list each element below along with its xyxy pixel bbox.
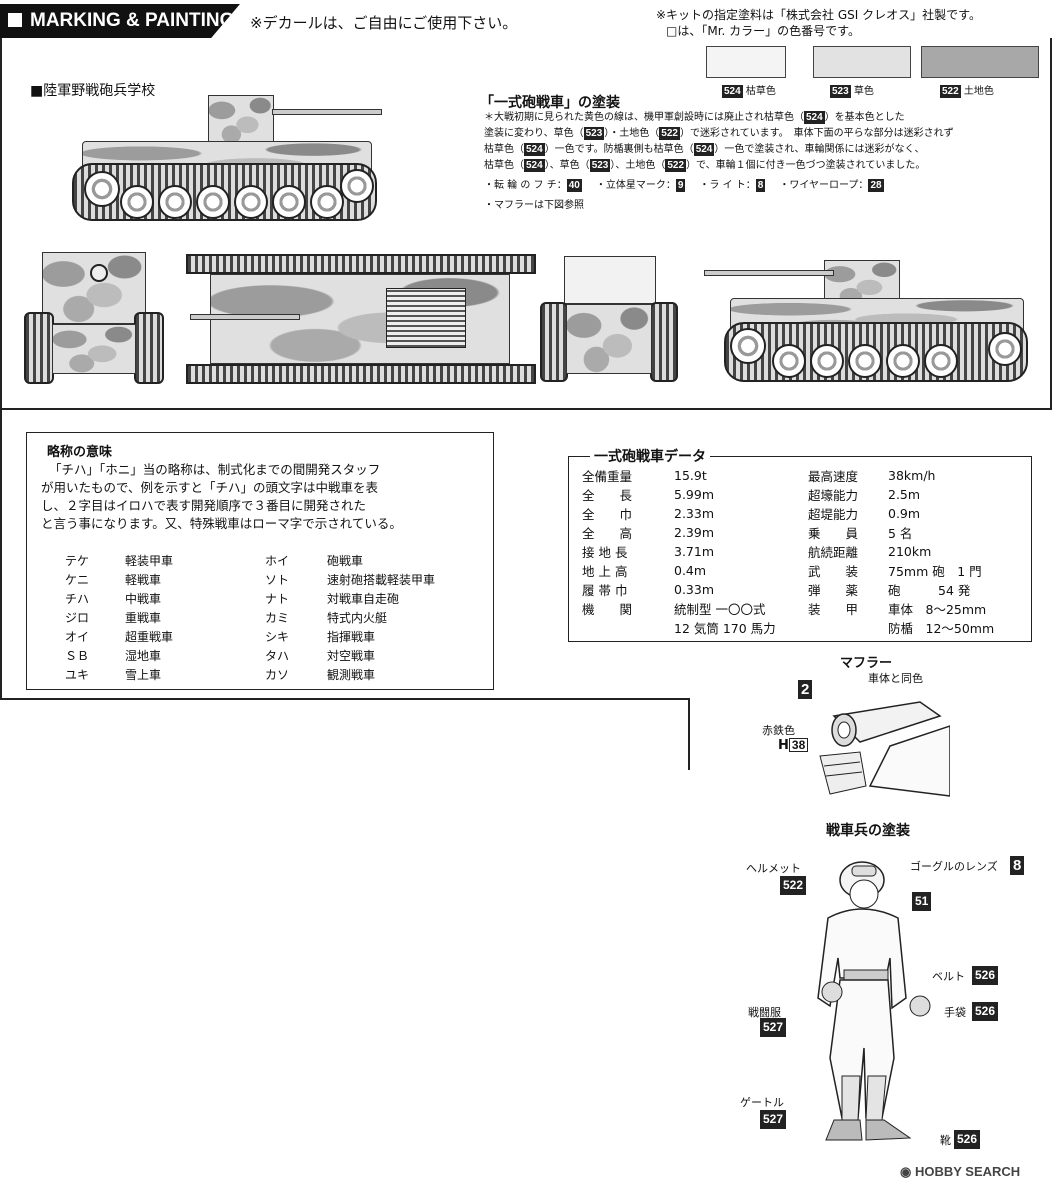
muffler-drawing <box>819 701 950 797</box>
swatch-label-522: 522 土地色 <box>940 85 994 98</box>
crew-belt-label: ベルト <box>932 970 965 983</box>
crew-uniform-label: 戦闘服 <box>748 1006 781 1019</box>
crew-goggle-label: ゴーグルのレンズ <box>910 860 998 873</box>
paint-note-1: ※キットの指定塗料は「株式会社 GSI クレオス」社製です。 <box>656 8 981 22</box>
spec-row: 12 気筒 170 馬力 <box>674 621 776 636</box>
tank-side-view-right <box>700 254 1030 386</box>
abbrev-row: ジロ重戦車カミ特式内火艇 <box>65 611 388 625</box>
abbrev-table: テケ軽装甲車ホイ砲戦車ケニ軽戦車ソト速射砲搭載軽装甲車チハ中戦車ナト対戦車自走砲… <box>65 551 487 684</box>
crew-title: 戦車兵の塗装 <box>826 823 910 839</box>
painting-items: ・転 輪 の フ チ：40 ・立体星マーク：9 ・ラ イ ト：8 ・ワイヤーロー… <box>484 176 884 192</box>
section-header: MARKING & PAINTING <box>0 4 240 38</box>
muffler-rust-label: 赤鉄色 <box>762 724 795 737</box>
crew-belt-code: 526 <box>972 966 999 985</box>
tank-top-view <box>186 254 536 384</box>
swatch-523 <box>813 46 911 78</box>
watermark-logo-icon: ◉ <box>900 1164 915 1179</box>
square-icon <box>8 13 22 27</box>
abbrev-row: ケニ軽戦車ソト速射砲搭載軽装甲車 <box>65 573 436 587</box>
muffler-title: マフラー <box>840 656 893 671</box>
tank-front-view <box>24 252 164 384</box>
frame-left <box>0 38 2 700</box>
crew-face-code: 51 <box>912 892 932 911</box>
spec-row: 機 関統制型 一〇〇式 <box>582 602 766 617</box>
abbrev-row: テケ軽装甲車ホイ砲戦車 <box>65 554 364 568</box>
abbrev-paragraph: 「チハ」「ホニ」当の略称は、制式化までの間開発スタッフ が用いたもので、例を示す… <box>41 462 402 531</box>
crew-helmet-label: ヘルメット <box>746 862 801 875</box>
item-wire-rope: ・ワイヤーロープ：28 <box>779 179 884 192</box>
crew-glove-label: 手袋 <box>944 1006 966 1019</box>
crew-boot-label: 靴 <box>940 1134 951 1147</box>
muffler-body-label: 車体と同色 <box>868 672 923 685</box>
spec-box <box>568 456 1032 642</box>
abbrev-box: 略称の意味 「チハ」「ホニ」当の略称は、制式化までの間開発スタッフ が用いたもの… <box>26 432 494 690</box>
painting-description: ＊大戦初期に見られた黄色の線は、機甲軍創設時には廃止され枯草色（524）を基本色… <box>484 111 954 172</box>
tank-rear-view <box>540 256 678 384</box>
watermark: ◉ HOBBY SEARCH <box>900 1164 1021 1179</box>
crew-glove-code: 526 <box>972 1002 999 1021</box>
spec-row: 装 甲車体 8～25mm <box>808 602 987 617</box>
frame-right <box>1050 38 1052 410</box>
crew-gaiter-code: 527 <box>760 1110 787 1129</box>
paint-note-2: □は、「Mr. カラー」の色番号です。 <box>666 24 860 38</box>
swatch-524 <box>706 46 786 78</box>
swatch-label-524: 524 枯草色 <box>722 85 776 98</box>
swatch-label-523: 523 草色 <box>830 85 874 98</box>
crew-gaiter-label: ゲートル <box>740 1096 784 1109</box>
frame-divider <box>0 408 1052 410</box>
abbrev-row: オイ超重戦車シキ指揮戦車 <box>65 630 376 644</box>
crew-helmet-code: 522 <box>780 876 807 895</box>
spec-row: 防楯 12～50mm <box>888 621 995 636</box>
frame-right-drop <box>688 698 690 770</box>
spec-title: 一式砲戦車データ <box>590 446 710 466</box>
item-wheel-rim: ・転 輪 の フ チ：40 <box>484 179 582 192</box>
header-title: MARKING & PAINTING <box>30 10 235 31</box>
crew-boot-code: 526 <box>954 1130 981 1149</box>
abbrev-row: ユキ雪上車カソ観測戦車 <box>65 668 376 682</box>
spec-row: 弾 薬砲 54 発 <box>808 583 971 598</box>
item-light: ・ラ イ ト：8 <box>699 179 766 192</box>
painting-title: 「一式砲戦車」の塗装 <box>480 95 620 111</box>
muffler-note: ・マフラーは下図参照 <box>484 200 584 211</box>
muffler-code: 2 <box>798 680 813 699</box>
abbrev-title: 略称の意味 <box>47 445 113 460</box>
crew-goggle-code: 8 <box>1010 856 1025 875</box>
decal-note: ※デカールは、ご自由にご使用下さい。 <box>250 14 518 32</box>
abbrev-row: チハ中戦車ナト対戦車自走砲 <box>65 592 400 606</box>
crew-uniform-code: 527 <box>760 1018 787 1037</box>
crew-figure <box>817 861 931 1141</box>
item-star-mark: ・立体星マーク：9 <box>595 179 686 192</box>
unit-label: ■陸軍野戦砲兵学校 <box>30 83 156 99</box>
swatch-522 <box>921 46 1039 78</box>
tank-side-view-left <box>72 95 382 225</box>
frame-bottom <box>0 698 690 700</box>
